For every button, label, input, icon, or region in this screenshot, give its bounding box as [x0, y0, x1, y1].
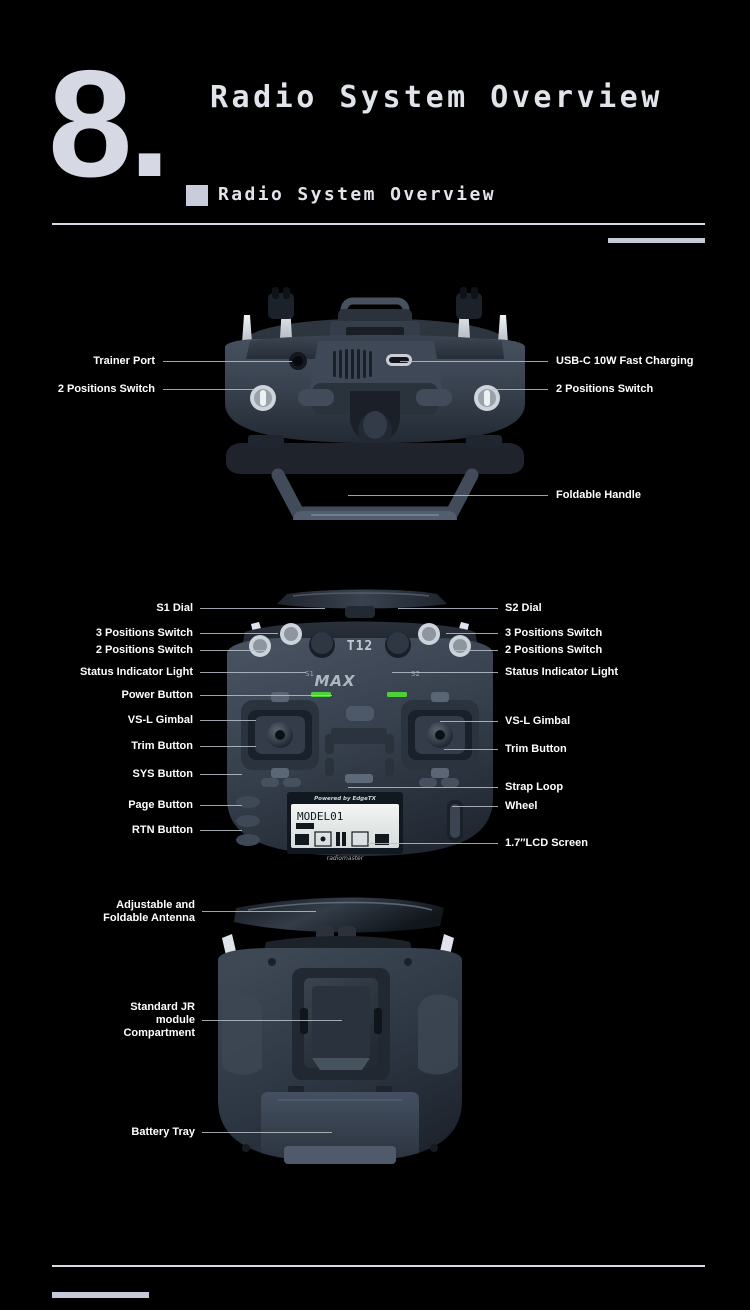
radio-front-view-illustration: T12 MAX S1 S2 [227, 589, 493, 862]
label-s2-dial: S2 Dial [505, 602, 542, 614]
brand-mark-t12: T12 [347, 639, 373, 654]
label-usb-c-charging: USB-C 10W Fast Charging [556, 355, 694, 367]
svg-text:S2: S2 [411, 670, 420, 678]
label-3-positions-switch-left: 3 Positions Switch [95, 627, 193, 639]
label-2-positions-switch-front-right: 2 Positions Switch [505, 644, 603, 656]
leader-wheel [452, 806, 498, 807]
trim-button-right-art [419, 778, 437, 787]
label-status-indicator-light-left: Status Indicator Light [79, 666, 193, 678]
header-divider [52, 223, 705, 225]
power-button-art [346, 706, 374, 721]
leader-2-positions-switch-left [163, 389, 255, 390]
rtn-button-art [236, 834, 260, 846]
leader-standard-jr-module-compartment [202, 1020, 342, 1021]
leader-s1-dial [200, 608, 325, 609]
label-power-button: Power Button [121, 689, 194, 701]
leader-rtn-button [200, 830, 242, 831]
leader-trim-button-right [444, 749, 498, 750]
leader-sys-button [200, 774, 242, 775]
leader-foldable-handle [348, 495, 548, 496]
sys-button-art [236, 796, 260, 808]
leader-vs-l-gimbal-right [440, 721, 498, 722]
label-battery-tray: Battery Tray [131, 1126, 195, 1138]
svg-text:MODEL01: MODEL01 [297, 810, 343, 823]
label-trim-button-right: Trim Button [505, 743, 567, 755]
leader-strap-loop [348, 787, 498, 788]
header-accent-bar [608, 238, 705, 243]
radio-top-view-illustration [225, 287, 525, 520]
page-button-art [236, 815, 260, 827]
leader-usb-c-charging [400, 361, 548, 362]
leader-2-positions-switch-front-right [452, 650, 498, 651]
radio-rear-view-illustration [218, 897, 462, 1164]
leader-trim-button-left [200, 746, 256, 747]
leader-2-positions-switch-right [492, 389, 548, 390]
lcd-screen-art: Powered by EdgeTX MODEL01 radiomaster [287, 792, 403, 862]
svg-text:T12: T12 [347, 639, 373, 654]
label-2-positions-switch-front-left: 2 Positions Switch [95, 644, 193, 656]
label-vs-l-gimbal-right: VS-L Gimbal [505, 715, 571, 727]
label-standard-jr-module-compartment: Standard JR module Compartment [123, 1001, 195, 1039]
label-foldable-handle: Foldable Handle [556, 489, 641, 501]
label-lcd-screen: 1.7″LCD Screen [505, 837, 588, 849]
label-strap-loop: Strap Loop [505, 781, 564, 793]
label-status-indicator-light-right: Status Indicator Light [505, 666, 619, 678]
leader-status-indicator-light-right [392, 672, 498, 673]
label-page-button: Page Button [128, 799, 193, 811]
leader-adjustable-foldable-antenna [202, 911, 316, 912]
svg-text:radiomaster: radiomaster [327, 855, 364, 862]
gimbal-left-art [241, 692, 319, 778]
label-3-positions-switch-right: 3 Positions Switch [505, 627, 603, 639]
label-2-positions-switch-left: 2 Positions Switch [57, 383, 155, 395]
label-trim-button-left: Trim Button [131, 740, 193, 752]
trim-button-left-art [261, 778, 279, 787]
label-sys-button: SYS Button [132, 768, 194, 780]
label-vs-l-gimbal-left: VS-L Gimbal [127, 714, 193, 726]
label-2-positions-switch-right: 2 Positions Switch [556, 383, 654, 395]
footer-divider [52, 1265, 705, 1267]
label-s1-dial: S1 Dial [156, 602, 193, 614]
chapter-number: 8. [48, 39, 171, 209]
label-trainer-port: Trainer Port [93, 355, 155, 367]
leader-page-button [200, 805, 242, 806]
status-led-right [387, 692, 407, 697]
page-title: Radio System Overview [210, 80, 663, 115]
label-rtn-button: RTN Button [131, 824, 193, 836]
leader-3-positions-switch-right [446, 633, 498, 634]
leader-status-indicator-light-left [200, 672, 306, 673]
gimbal-right-art [401, 692, 479, 778]
leader-trainer-port [163, 361, 292, 362]
strap-loop-art [345, 774, 373, 783]
leader-power-button [200, 695, 332, 696]
label-wheel: Wheel [505, 800, 538, 812]
battery-tray-art [242, 1092, 438, 1164]
svg-text:S1: S1 [305, 670, 314, 678]
leader-lcd-screen [368, 843, 498, 844]
leader-battery-tray [202, 1132, 332, 1133]
brand-mark-max: MAX [314, 672, 356, 690]
leader-3-positions-switch-left [200, 633, 278, 634]
section-bullet-icon [186, 185, 208, 206]
jr-module-bay-art [292, 968, 390, 1080]
leader-2-positions-switch-front-left [200, 650, 266, 651]
footer-accent-bar [52, 1292, 149, 1298]
svg-text:Powered by EdgeTX: Powered by EdgeTX [314, 796, 376, 802]
label-adjustable-foldable-antenna: Adjustable and Foldable Antenna [103, 899, 195, 924]
leader-vs-l-gimbal-left [200, 720, 256, 721]
section-subtitle: Radio System Overview [218, 184, 496, 205]
leader-s2-dial [398, 608, 498, 609]
